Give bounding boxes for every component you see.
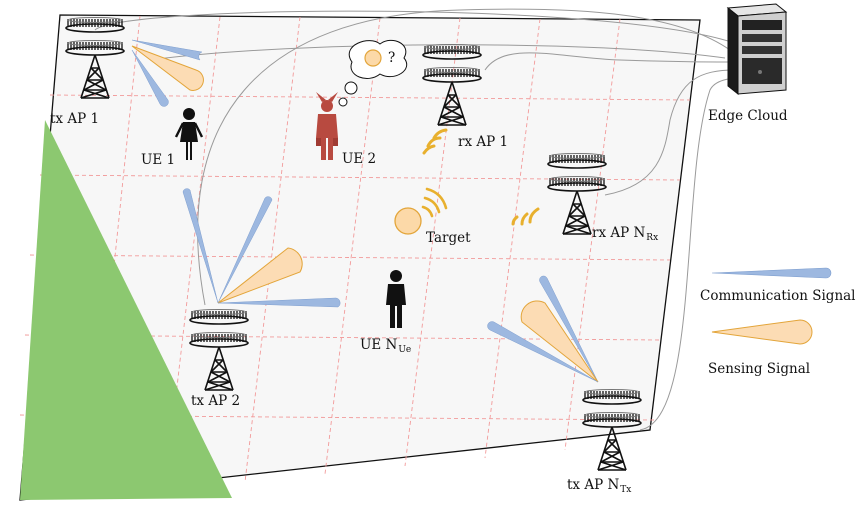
- thought-question-mark: ?: [388, 50, 395, 66]
- edge-cloud-label: Edge Cloud: [708, 108, 788, 124]
- server-tower-icon: [726, 3, 788, 96]
- tx-ap-1-beams: [131, 39, 204, 107]
- obstacle-region: [20, 120, 232, 500]
- ue-2-label: UE 2: [342, 151, 376, 167]
- target-label: Target: [426, 230, 471, 246]
- rx-ap-nrx-echo-arcs: [511, 207, 540, 226]
- grid-lines: [19, 15, 691, 498]
- tx-ap-2-beams: [182, 188, 341, 308]
- tx-ap-2-label: tx AP 2: [191, 393, 240, 409]
- tx-ap-1-label: tx AP 1: [50, 111, 99, 127]
- rx-ap-nrx-label: rx AP NRx: [592, 225, 658, 243]
- ue-nue-person-icon: [386, 270, 406, 328]
- ue-nue-label: UE NUe: [360, 337, 411, 355]
- rx-ap-1-label: rx AP 1: [458, 134, 508, 150]
- legend: Communication Signal Sensing Signal: [700, 267, 856, 377]
- legend-communication-beam-icon: [711, 267, 832, 279]
- tx-ap-ntx-beams: [487, 275, 599, 383]
- legend-communication-label: Communication Signal: [700, 288, 856, 304]
- rx-ap-1-echo-arcs: [422, 128, 448, 155]
- thought-bubble: [338, 39, 407, 107]
- legend-sensing-label: Sensing Signal: [708, 361, 810, 377]
- tx-ap-ntx-label: tx AP NTx: [567, 477, 631, 495]
- ue-1-label: UE 1: [141, 152, 175, 168]
- ue-2-devil-person-icon: [316, 92, 338, 160]
- target-sphere-icon: [394, 187, 448, 235]
- ue-1-person-icon: [174, 108, 204, 160]
- legend-sensing-beam-icon: [711, 319, 813, 345]
